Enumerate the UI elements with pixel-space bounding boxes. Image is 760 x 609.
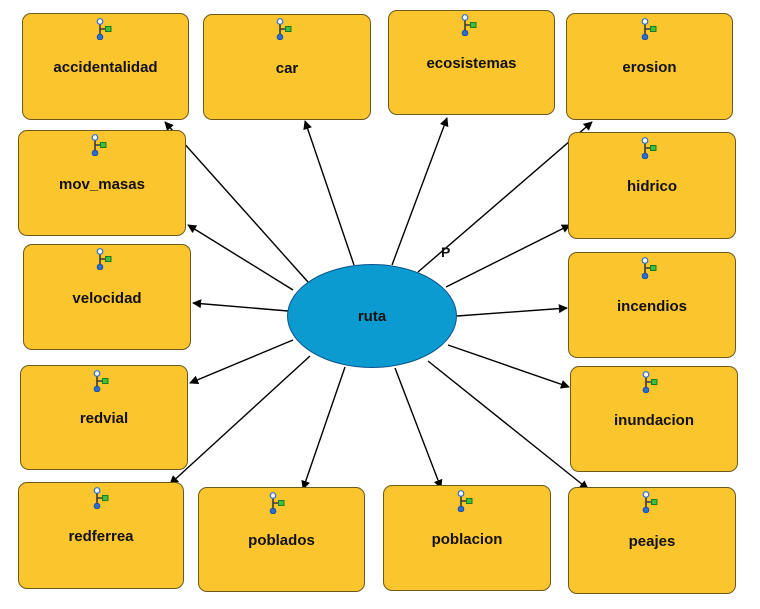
node-peajes[interactable]: peajes <box>568 487 736 594</box>
node-label: incendios <box>616 297 687 315</box>
model-tool-icon <box>642 371 658 394</box>
model-tool-icon <box>457 490 473 513</box>
node-redvial[interactable]: redvial <box>20 365 188 470</box>
center-node-ruta[interactable]: ruta <box>287 264 457 368</box>
model-tool-icon <box>641 257 657 280</box>
node-label: ecosistemas <box>426 55 517 72</box>
node-erosion[interactable]: erosion <box>566 13 733 120</box>
node-poblacion[interactable]: poblacion <box>383 485 551 591</box>
node-label: poblados <box>248 532 315 549</box>
node-incendios[interactable]: incendios <box>568 252 736 358</box>
connector-arrow-redferrea <box>169 355 311 485</box>
node-car[interactable]: car <box>203 14 371 120</box>
connector-arrow-mov-masas <box>187 224 294 291</box>
connector-arrow-car <box>303 120 355 266</box>
model-tool-icon <box>269 492 285 515</box>
model-tool-icon <box>96 18 112 41</box>
connector-arrow-poblacion <box>394 367 443 489</box>
node-ecosistemas[interactable]: ecosistemas <box>388 10 555 115</box>
node-label: inundacion <box>614 411 694 429</box>
node-label: redvial <box>79 410 129 427</box>
node-label: accidentalidad <box>53 59 158 76</box>
model-tool-icon <box>641 137 657 160</box>
connector-arrow-incendios <box>456 304 568 317</box>
model-tool-icon <box>642 491 658 514</box>
model-tool-icon <box>93 487 109 510</box>
node-label: mov_masas <box>59 175 145 193</box>
model-tool-icon <box>91 134 107 157</box>
connector-arrow-peajes <box>427 360 589 490</box>
model-tool-icon <box>276 18 292 41</box>
node-label: erosion <box>622 59 677 76</box>
node-label: poblacion <box>431 530 503 548</box>
node-redferrea[interactable]: redferrea <box>18 482 184 589</box>
connector-arrow-hidrico <box>445 224 571 288</box>
model-tool-icon <box>641 18 657 41</box>
connector-arrow-erosion <box>417 121 593 273</box>
node-inundacion[interactable]: inundacion <box>570 366 738 472</box>
model-tool-icon <box>93 370 109 393</box>
node-label: velocidad <box>72 289 142 307</box>
node-mov-masas[interactable]: mov_masas <box>18 130 186 236</box>
connector-arrow-ecosistemas <box>391 117 449 266</box>
center-node-label: ruta <box>357 307 387 325</box>
connector-arrow-redvial <box>189 339 294 385</box>
node-label: peajes <box>628 533 676 550</box>
model-tool-icon <box>96 248 112 271</box>
node-velocidad[interactable]: velocidad <box>23 244 191 350</box>
node-accidentalidad[interactable]: accidentalidad <box>22 13 189 120</box>
node-label: car <box>275 59 299 77</box>
node-hidrico[interactable]: hidrico <box>568 132 736 239</box>
node-label: hidrico <box>626 178 677 195</box>
connector-arrow-velocidad <box>192 299 289 312</box>
connector-arrow-inundacion <box>447 344 570 389</box>
connector-arrow-accidentalidad <box>164 121 309 283</box>
model-tool-icon <box>461 14 477 37</box>
node-poblados[interactable]: poblados <box>198 487 365 592</box>
node-label: redferrea <box>68 528 134 545</box>
edge-label: P <box>441 244 451 260</box>
connector-arrow-poblados <box>301 366 346 490</box>
